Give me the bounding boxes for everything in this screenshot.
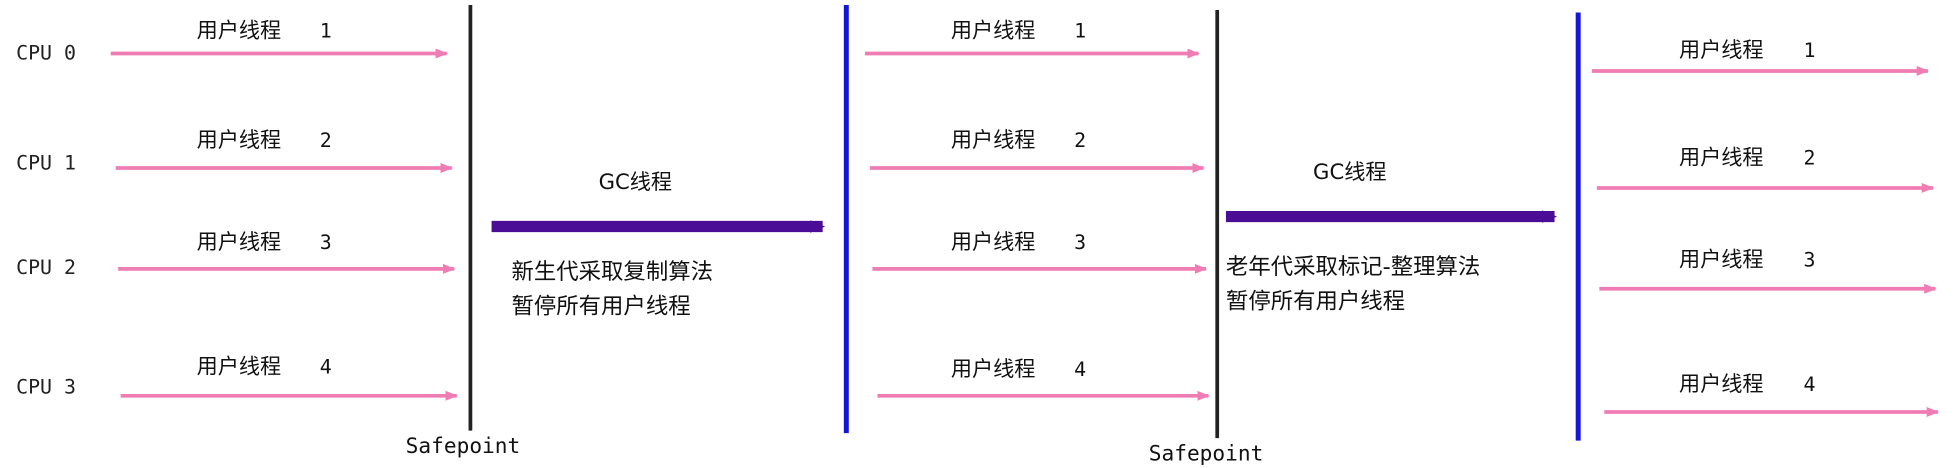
thread-num-s3-3: 3	[1803, 248, 1815, 271]
thread-num-s1-4: 4	[320, 355, 332, 378]
old-gc-desc-line2: 暂停所有用户线程	[1226, 289, 1405, 315]
cpu-label-1: CPU 1	[16, 151, 76, 174]
gc-thread-label-2: GC线程	[1313, 159, 1386, 184]
young-gc-desc-line2: 暂停所有用户线程	[511, 294, 690, 320]
thread-label-s3-1: 用户线程	[1679, 37, 1764, 62]
thread-label-s3-2: 用户线程	[1679, 144, 1764, 169]
thread-label-s2-2: 用户线程	[951, 127, 1036, 152]
thread-num-s1-1: 1	[320, 19, 332, 42]
thread-label-s2-3: 用户线程	[951, 229, 1036, 254]
cpu-label-3: CPU 3	[16, 375, 76, 398]
thread-num-s3-1: 1	[1803, 39, 1815, 62]
segment-3-threads: 用户线程 1 用户线程 2 用户线程 3 用户线程 4	[1591, 37, 1940, 417]
thread-num-s1-2: 2	[320, 129, 332, 152]
thread-label-s1-4: 用户线程	[197, 353, 282, 378]
thread-label-s2-4: 用户线程	[951, 356, 1036, 381]
old-gc-desc-line1: 老年代采取标记-整理算法	[1226, 254, 1480, 280]
thread-label-s3-3: 用户线程	[1679, 246, 1764, 271]
thread-label-s1-2: 用户线程	[197, 127, 282, 152]
segment-1-threads: 用户线程 1 用户线程 2 用户线程 3 用户线程 4	[110, 17, 458, 401]
thread-num-s2-1: 1	[1074, 19, 1086, 42]
old-gc-block: GC线程 老年代采取标记-整理算法 暂停所有用户线程	[1226, 159, 1558, 315]
cpu-label-2: CPU 2	[16, 256, 76, 279]
thread-num-s2-3: 3	[1074, 231, 1086, 254]
thread-num-s3-2: 2	[1803, 146, 1815, 169]
young-gc-desc-line1: 新生代采取复制算法	[511, 259, 713, 285]
segment-2-threads: 用户线程 1 用户线程 2 用户线程 3 用户线程 4	[864, 17, 1210, 401]
thread-num-s1-3: 3	[320, 231, 332, 254]
thread-label-s3-4: 用户线程	[1679, 371, 1764, 396]
thread-label-s1-3: 用户线程	[197, 229, 282, 254]
gc-thread-label-1: GC线程	[599, 169, 672, 194]
cpu-label-0: CPU 0	[16, 42, 76, 65]
safepoint-label-2: Safepoint	[1149, 441, 1264, 466]
thread-num-s3-4: 4	[1803, 373, 1815, 396]
thread-label-s2-1: 用户线程	[951, 17, 1036, 42]
thread-num-s2-2: 2	[1074, 129, 1086, 152]
thread-num-s2-4: 4	[1074, 358, 1086, 381]
safepoint-label-1: Safepoint	[406, 433, 521, 458]
thread-label-s1-1: 用户线程	[197, 17, 282, 42]
young-gc-block: GC线程 新生代采取复制算法 暂停所有用户线程	[491, 169, 826, 320]
